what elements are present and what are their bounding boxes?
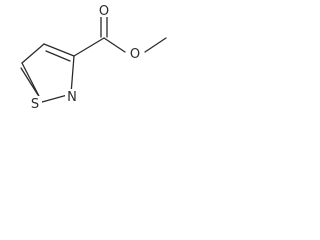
ring-nitrogen-label: N bbox=[67, 90, 77, 105]
carbonyl-oxygen-atom: O bbox=[97, 3, 111, 19]
bond-c5-c4 bbox=[21, 43, 45, 64]
atom-labels: O O N S bbox=[28, 3, 142, 112]
bond-ester-o-methyl bbox=[144, 37, 167, 53]
bond-c3-n bbox=[70, 55, 75, 95]
ring-sulfur-atom: S bbox=[28, 96, 42, 112]
carbonyl-oxygen-label: O bbox=[99, 4, 109, 19]
ring-sulfur-label: S bbox=[31, 97, 39, 112]
bond-carbonyl-c-ester-o bbox=[103, 37, 126, 53]
chemical-structure: O O N S bbox=[20, 3, 167, 112]
ester-oxygen-atom: O bbox=[128, 46, 142, 62]
bond-c4-c3-inner bbox=[45, 50, 71, 62]
ester-oxygen-label: O bbox=[130, 47, 140, 62]
ring-nitrogen-atom: N bbox=[65, 89, 79, 105]
bond-c4-c3 bbox=[43, 43, 75, 57]
bond-c3-carbonyl-c bbox=[73, 37, 105, 57]
bond-s-c5 bbox=[21, 62, 43, 103]
bonds bbox=[20, 16, 167, 103]
bond-s-c5-inner bbox=[20, 67, 39, 96]
